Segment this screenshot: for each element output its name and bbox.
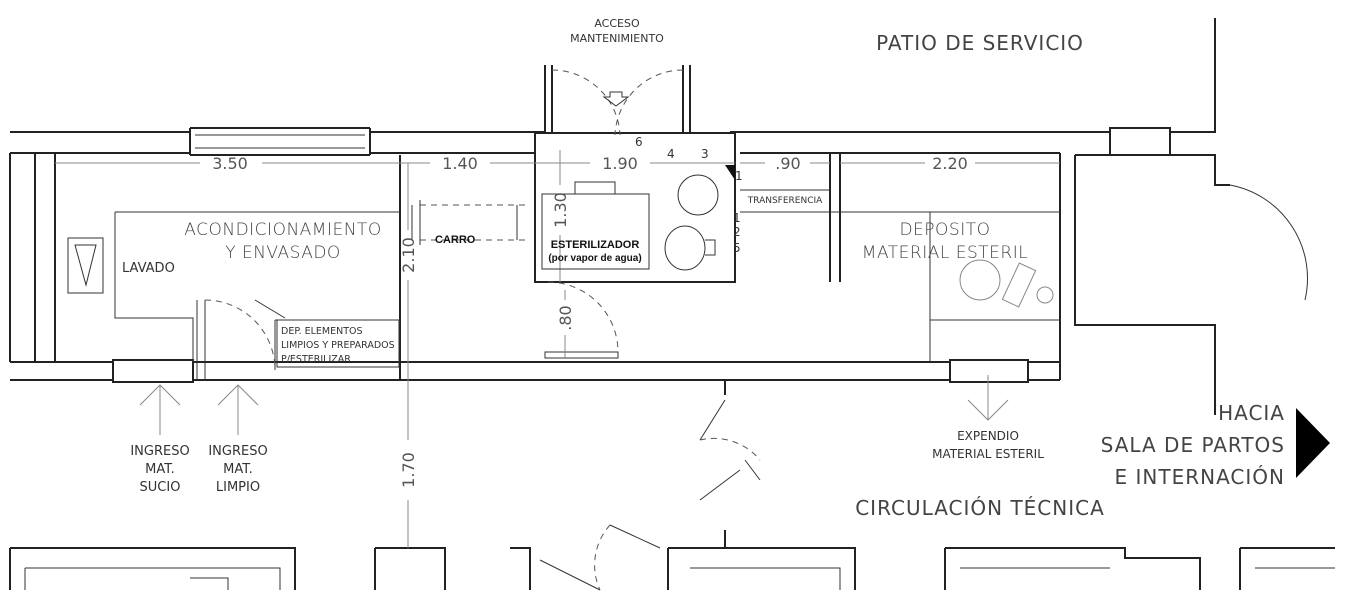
equip-6: 6 [635,135,643,149]
acondicionamiento-label-2: Y ENVASADO [225,243,341,263]
dimension-lines [55,150,1060,548]
deposito-label-2: MATERIAL ESTERIL [862,243,1028,263]
equip-5: 5 [733,241,741,255]
hacia-label-1: HACIA [1218,401,1285,425]
ingreso-limpio-1: INGRESO [208,444,267,459]
dim-2-20: 2.20 [932,154,968,173]
dim-1-30: 1.30 [551,192,570,228]
walls [9,18,1335,590]
deposito-label-1: DEPOSITO [899,220,990,240]
direction-arrow-icon [1296,408,1330,478]
dim-3-50: 3.50 [212,154,248,173]
dep-elementos-label-3: P/ESTERILIZAR [281,354,351,365]
acceso-label-1: ACCESO [594,17,640,30]
ingreso-sucio-2: MAT. [145,462,175,477]
dep-elementos-label-2: LIMPIOS Y PREPARADOS [281,340,395,351]
ingreso-limpio-3: LIMPIO [216,480,260,495]
dim-2-10: 2.10 [399,237,418,273]
equip-2: 2 [733,225,741,239]
arrows [139,91,1009,435]
door-swings [204,69,761,591]
esterilizador-sublabel: (por vapor de agua) [548,253,641,264]
ingreso-limpio-2: MAT. [223,462,253,477]
expendio-label-1: EXPENDIO [957,429,1019,443]
hacia-label-3: E INTERNACIÓN [1115,465,1285,489]
ingreso-sucio-3: SUCIO [140,480,181,495]
acceso-label-2: MANTENIMIENTO [570,32,664,45]
equip-4: 4 [667,147,675,161]
dim-0-80: .80 [556,305,575,330]
dim-1-90: 1.90 [602,154,638,173]
equip-1b: 1 [733,211,741,225]
dim-0-90: .90 [775,154,800,173]
expendio-label-2: MATERIAL ESTERIL [932,447,1044,461]
transferencia-label: TRANSFERENCIA [747,196,823,206]
dep-elementos-label-1: DEP. ELEMENTOS [281,326,363,337]
dim-1-40: 1.40 [442,154,478,173]
equip-3: 3 [701,147,709,161]
esterilizador-label: ESTERILIZADOR [551,239,640,251]
patio-label: PATIO DE SERVICIO [876,31,1084,55]
ingreso-sucio-1: INGRESO [130,444,189,459]
equipment [67,165,1054,308]
dim-1-70: 1.70 [399,452,418,488]
circulacion-label: CIRCULACIÓN TÉCNICA [855,496,1105,520]
hacia-label-2: SALA DE PARTOS [1101,433,1285,457]
equip-1a: 1 [735,169,743,183]
lavado-label: LAVADO [122,261,175,276]
carro-label: CARRO [435,234,476,246]
acondicionamiento-label-1: ACONDICIONAMIENTO [184,220,381,240]
dep-elementos-box [276,319,400,368]
